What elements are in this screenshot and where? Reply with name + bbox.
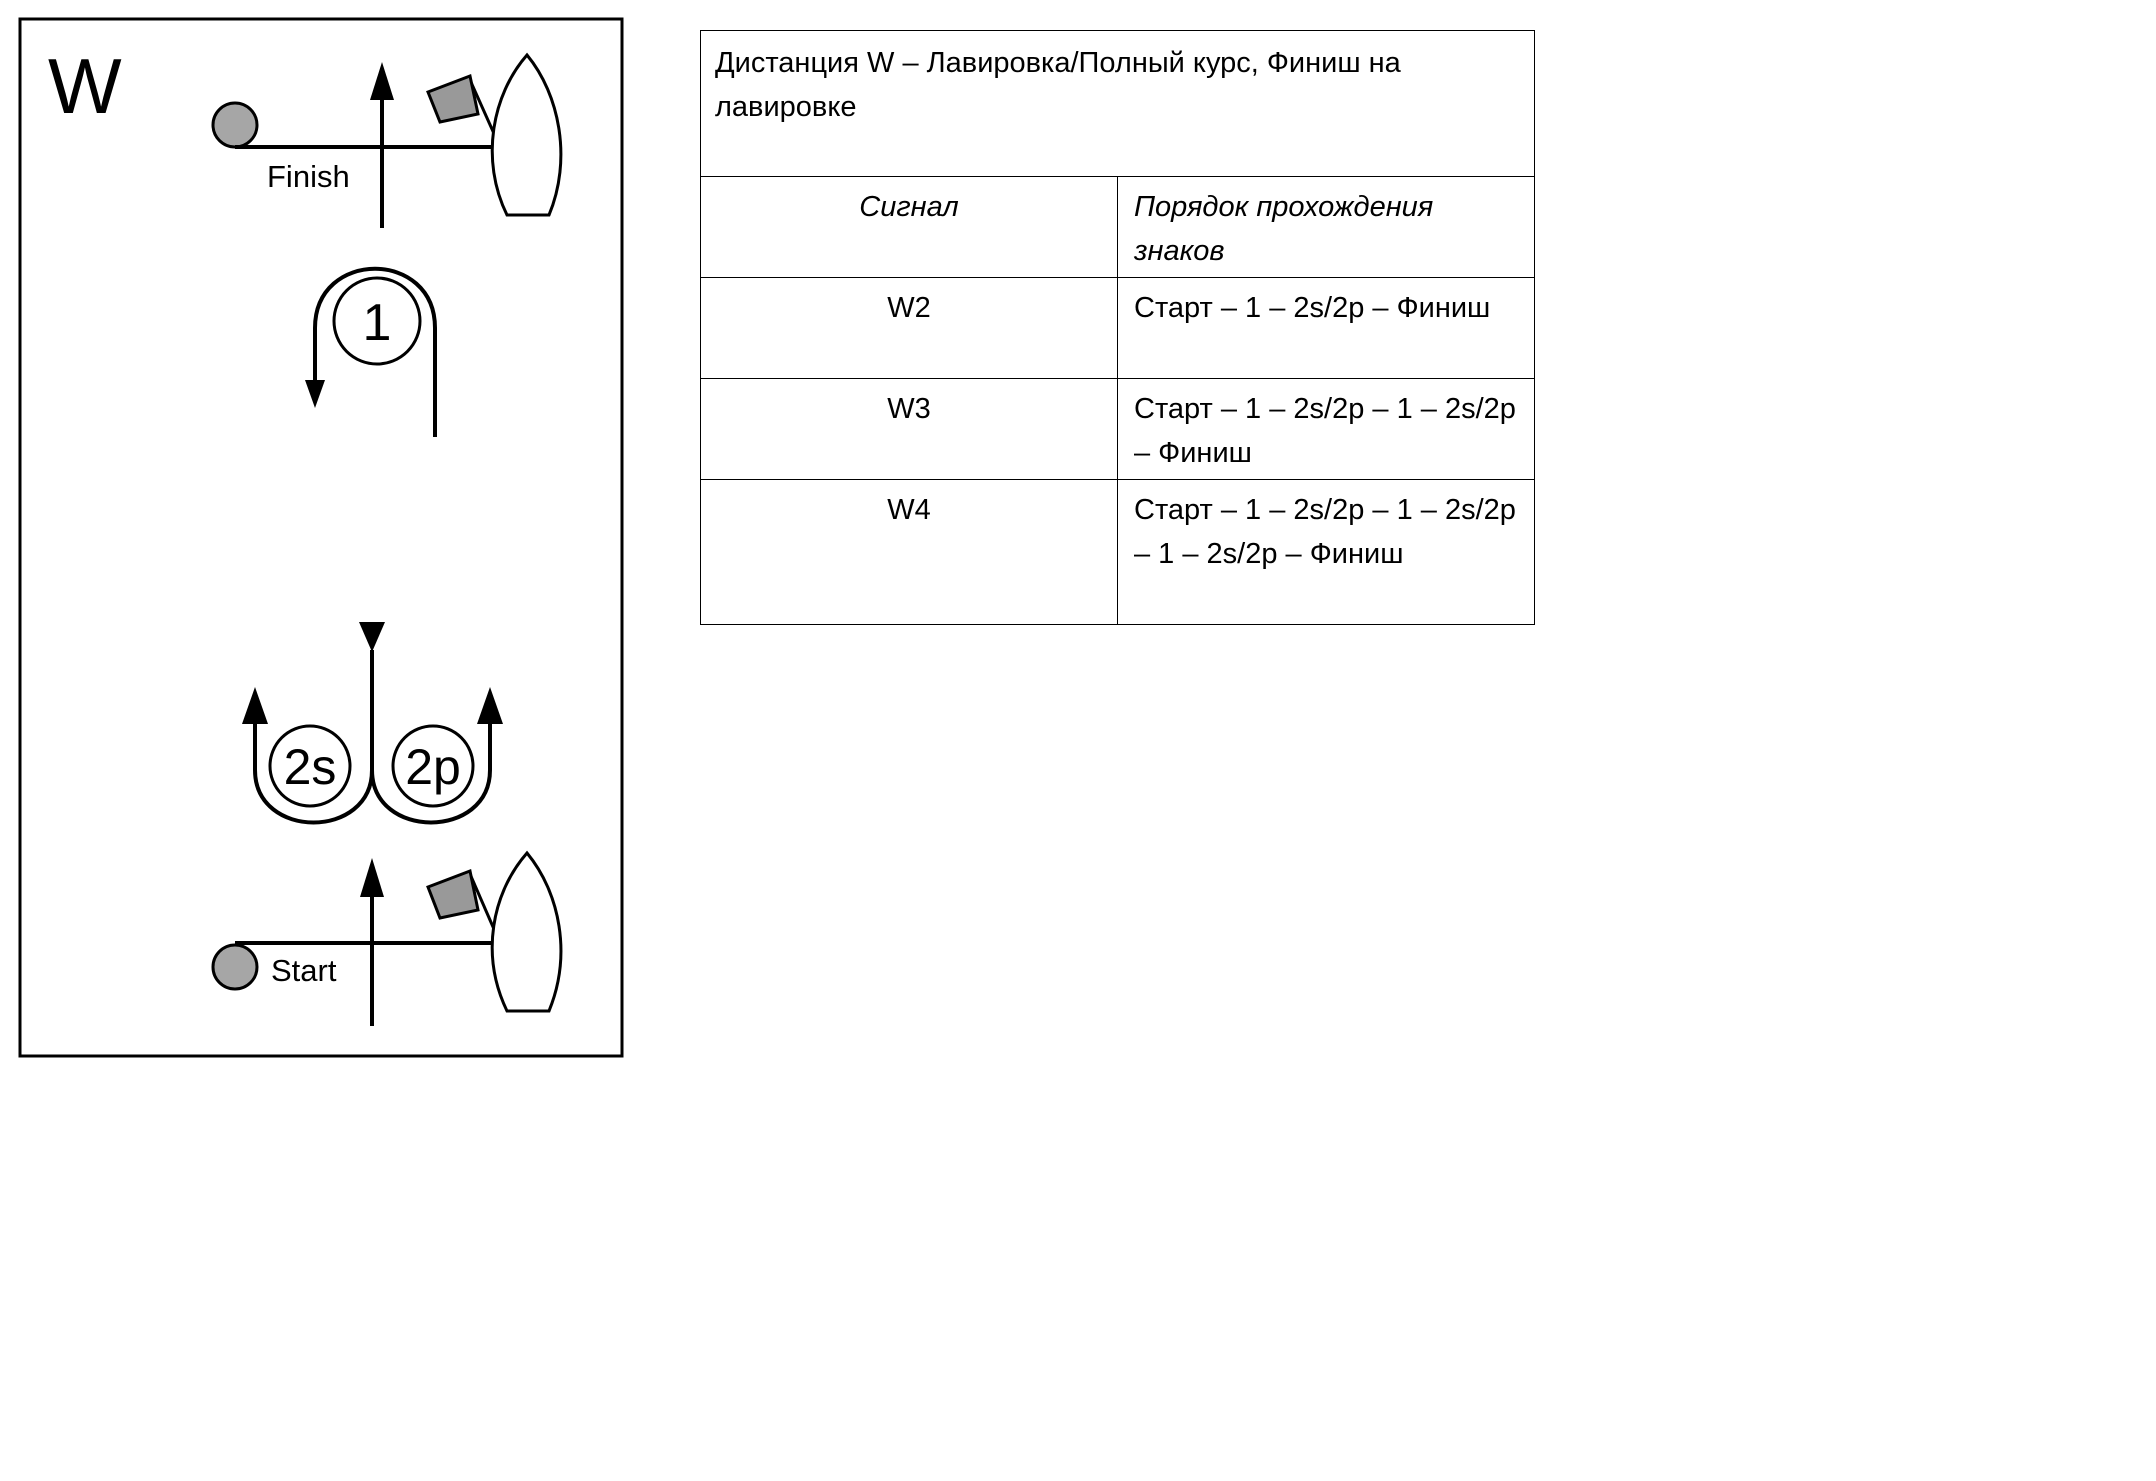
header-sequence: Порядок прохождения знаков	[1117, 176, 1535, 278]
signal-cell: W4	[700, 479, 1118, 625]
finish-pin-mark	[211, 101, 259, 149]
diagram-frame	[18, 17, 624, 1058]
start-flag-icon	[426, 868, 480, 920]
gate-center-arrow-head-icon	[359, 622, 385, 652]
mark-1-rounding-path	[313, 266, 437, 437]
mark-1	[332, 276, 422, 366]
table-row: W2 Старт – 1 – 2s/2p – Финиш	[700, 277, 1535, 379]
start-label: Start	[271, 953, 337, 988]
gate-group: 2s 2p	[242, 622, 503, 825]
sequence-cell: Старт – 1 – 2s/2p – 1 – 2s/2p – Финиш	[1117, 378, 1535, 480]
mark-1-group: 1	[305, 266, 437, 437]
finish-flag-icon	[426, 73, 480, 124]
sequence-cell: Старт – 1 – 2s/2p – Финиш	[1117, 277, 1535, 379]
course-diagram: W Finish 1 2s 2p	[18, 17, 624, 1058]
signal-cell: W3	[700, 378, 1118, 480]
mark-2p-arrow-head-icon	[477, 687, 503, 724]
sequence-cell: Старт – 1 – 2s/2p – 1 – 2s/2p – 1 – 2s/2…	[1117, 479, 1535, 625]
start-committee-boat-icon	[490, 850, 563, 1013]
table-title: Дистанция W – Лавировка/Полный курс, Фин…	[700, 30, 1535, 177]
mark-2p-rounding-path	[370, 722, 492, 825]
mark-1-label: 1	[363, 294, 392, 352]
table-header-row: Сигнал Порядок прохождения знаков	[700, 176, 1535, 278]
course-letter: W	[48, 42, 122, 130]
table-row: W3 Старт – 1 – 2s/2p – 1 – 2s/2p – Финиш	[700, 378, 1535, 480]
course-table: Дистанция W – Лавировка/Полный курс, Фин…	[700, 30, 1535, 625]
start-arrow-head-icon	[360, 858, 384, 897]
finish-label: Finish	[267, 159, 350, 194]
finish-line-group: Finish	[211, 52, 563, 228]
finish-arrow-head-icon	[370, 62, 394, 100]
mark-2s	[268, 724, 352, 808]
header-signal: Сигнал	[700, 176, 1118, 278]
table-title-row: Дистанция W – Лавировка/Полный курс, Фин…	[700, 30, 1535, 177]
mark-2p	[391, 724, 475, 808]
start-line-group: Start	[211, 850, 563, 1026]
signal-cell: W2	[700, 277, 1118, 379]
finish-committee-boat-icon	[490, 52, 563, 217]
start-pin-mark	[211, 943, 259, 991]
mark-1-arrow-head-icon	[305, 380, 325, 408]
mark-2s-rounding-path	[253, 722, 374, 825]
mark-2p-label: 2p	[405, 739, 461, 795]
table-row: W4 Старт – 1 – 2s/2p – 1 – 2s/2p – 1 – 2…	[700, 479, 1535, 625]
mark-2s-arrow-head-icon	[242, 687, 268, 724]
mark-2s-label: 2s	[284, 739, 337, 795]
